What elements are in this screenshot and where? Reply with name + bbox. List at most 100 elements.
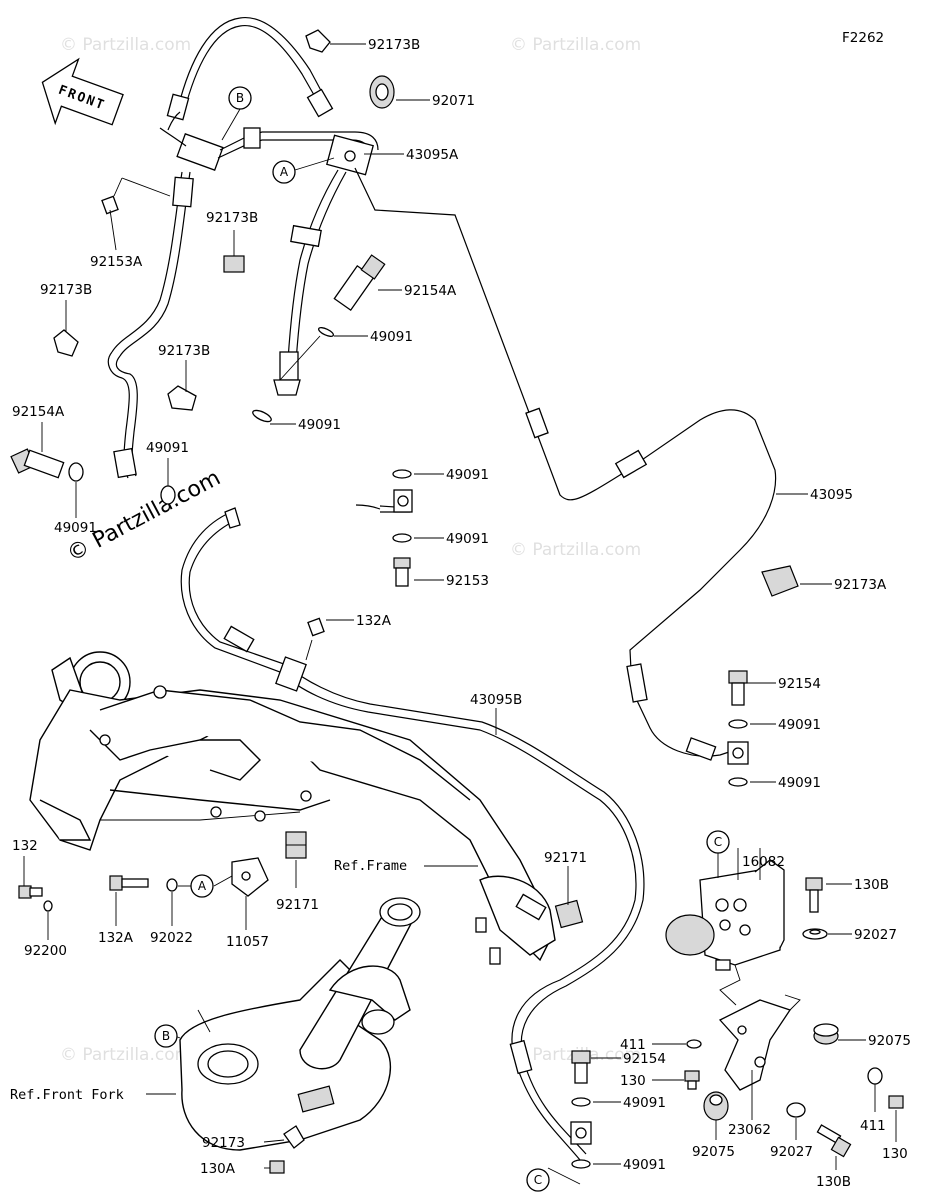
part-label[interactable]: 92154 <box>623 1051 666 1067</box>
part-label[interactable]: 132A <box>356 613 392 629</box>
part-label[interactable]: 92154A <box>12 404 65 420</box>
clip-92173B-icon <box>223 255 245 273</box>
washer-411-icon <box>686 1039 702 1049</box>
part-label[interactable]: 92075 <box>692 1144 735 1160</box>
banjo-bolt-92154A-icon <box>10 448 65 479</box>
callout-c-abs: C <box>706 830 730 878</box>
part-label[interactable]: 49091 <box>446 467 489 483</box>
svg-text:B: B <box>236 91 244 105</box>
washer-49091-icon <box>728 777 748 787</box>
bolt-130-icon <box>684 1070 700 1090</box>
callout-b-bottom: B <box>154 1024 178 1048</box>
bolt-132A-icon <box>109 875 149 891</box>
clip-92173B-icon <box>167 385 197 411</box>
washer-49091-icon <box>571 1159 591 1169</box>
part-label[interactable]: 49091 <box>446 531 489 547</box>
part-label[interactable]: 49091 <box>298 417 341 433</box>
part-label[interactable]: 92154A <box>404 283 457 299</box>
watermark: © Partzilla.com <box>60 1045 191 1065</box>
part-label[interactable]: 92173B <box>40 282 92 298</box>
part-label[interactable]: 49091 <box>370 329 413 345</box>
clip-92173B-icon <box>305 29 331 53</box>
part-label[interactable]: 92022 <box>150 930 193 946</box>
figure-code: F2262 <box>842 30 884 46</box>
part-label[interactable]: 411 <box>620 1037 646 1053</box>
banjo-fitting-icon <box>393 489 413 513</box>
part-label[interactable]: 43095B <box>470 692 522 708</box>
ref-front-fork-label: Ref.Front Fork <box>10 1087 124 1103</box>
callout-c-bottom: C <box>526 1168 550 1192</box>
front-arrow-icon: FRONT <box>41 57 124 126</box>
svg-text:A: A <box>198 879 207 893</box>
part-label[interactable]: 49091 <box>778 775 821 791</box>
bolt-130B-icon <box>816 1124 852 1158</box>
washer-49091-icon <box>68 462 84 482</box>
part-label[interactable]: 130 <box>882 1146 908 1162</box>
part-label[interactable]: 43095 <box>810 487 853 503</box>
bolt-132A-icon <box>305 617 325 661</box>
part-label[interactable]: 11057 <box>226 934 269 950</box>
part-label[interactable]: 92153 <box>446 573 489 589</box>
part-label[interactable]: 49091 <box>54 520 97 536</box>
part-label[interactable]: 92173A <box>834 577 887 593</box>
washer-49091-icon <box>728 719 748 729</box>
abs-bracket-23062-icon <box>718 999 792 1091</box>
part-label[interactable]: 92173B <box>368 37 420 53</box>
part-label[interactable]: 92173 <box>202 1135 245 1151</box>
clamp-92173-icon <box>283 1125 305 1149</box>
part-label[interactable]: 92153A <box>90 254 143 270</box>
part-label[interactable]: 92071 <box>432 93 475 109</box>
bolt-130B-icon <box>805 877 823 913</box>
brake-pipe-43095 <box>354 167 777 761</box>
collar-92027-icon <box>802 928 828 940</box>
steering-stem-icon <box>179 897 421 1151</box>
washer-49091-icon <box>252 409 272 423</box>
collar-92022-icon <box>166 878 178 892</box>
part-label[interactable]: 92173B <box>158 343 210 359</box>
brake-hose-upper <box>107 17 379 479</box>
part-label[interactable]: 130B <box>816 1174 851 1190</box>
part-label[interactable]: 92173B <box>206 210 258 226</box>
banjo-fitting-icon <box>570 1121 592 1145</box>
clip-92173B-icon <box>53 329 79 357</box>
callout-b-top: B <box>221 86 252 141</box>
part-label[interactable]: 43095A <box>406 147 459 163</box>
svg-text:C: C <box>714 835 722 849</box>
part-label[interactable]: 130B <box>854 877 889 893</box>
collar-92027-icon <box>786 1102 806 1118</box>
part-label[interactable]: 132A <box>98 930 134 946</box>
part-label[interactable]: 92200 <box>24 943 67 959</box>
bracket-11057-icon <box>231 857 269 897</box>
part-label[interactable]: 49091 <box>623 1157 666 1173</box>
washer-49091-icon <box>392 533 412 543</box>
part-label[interactable]: 49091 <box>623 1095 666 1111</box>
washer-49091-icon <box>160 485 176 505</box>
banjo-fitting-icon <box>727 741 749 765</box>
frame-assembly <box>29 651 556 965</box>
bolt-92154-icon <box>728 670 748 706</box>
grommet-92075-icon <box>813 1023 839 1045</box>
part-label[interactable]: 130A <box>200 1161 236 1177</box>
grommet-92071-icon <box>369 75 395 109</box>
watermark-main: © Partzilla.com <box>63 466 225 568</box>
part-label[interactable]: 16082 <box>742 854 785 870</box>
part-label[interactable]: 92027 <box>854 927 897 943</box>
washer-92200-icon <box>43 900 53 912</box>
svg-text:C: C <box>534 1173 542 1187</box>
part-label[interactable]: 92171 <box>544 850 587 866</box>
part-label[interactable]: 92075 <box>868 1033 911 1049</box>
part-label[interactable]: 49091 <box>778 717 821 733</box>
part-label[interactable]: 132 <box>12 838 38 854</box>
grommet-92075-icon <box>703 1091 729 1121</box>
part-label[interactable]: 23062 <box>728 1122 771 1138</box>
washer-49091-icon <box>317 327 335 337</box>
part-label[interactable]: 411 <box>860 1118 886 1134</box>
part-label[interactable]: 49091 <box>146 440 189 456</box>
washer-49091-icon <box>392 469 412 479</box>
bolt-132-icon <box>18 885 43 899</box>
part-label[interactable]: 92154 <box>778 676 821 692</box>
part-label[interactable]: 130 <box>620 1073 646 1089</box>
part-label[interactable]: 92171 <box>276 897 319 913</box>
part-label[interactable]: 92027 <box>770 1144 813 1160</box>
